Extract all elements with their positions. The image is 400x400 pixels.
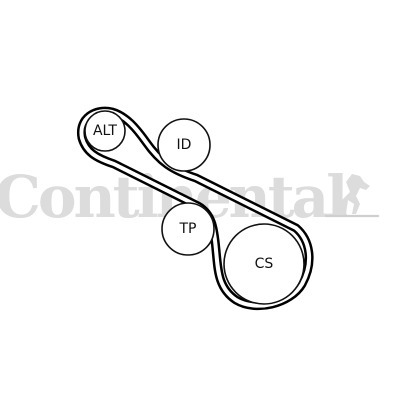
- id-pulley-label: ID: [177, 137, 192, 153]
- pulley-id: ID: [157, 118, 211, 172]
- cs-pulley-label: CS: [255, 256, 274, 272]
- pulley-tp: TP: [161, 202, 215, 256]
- pulley-alt: ALT: [84, 110, 126, 152]
- alt-pulley-label: ALT: [93, 123, 117, 139]
- alt-pulley-circle: [84, 110, 126, 152]
- tp-pulley-circle: [161, 202, 215, 256]
- cs-pulley-circle: [223, 223, 305, 305]
- pulley-cs: CS: [223, 223, 305, 305]
- id-pulley-circle: [157, 118, 211, 172]
- rearing-horse-icon: [324, 174, 380, 218]
- tp-pulley-label: TP: [179, 221, 197, 237]
